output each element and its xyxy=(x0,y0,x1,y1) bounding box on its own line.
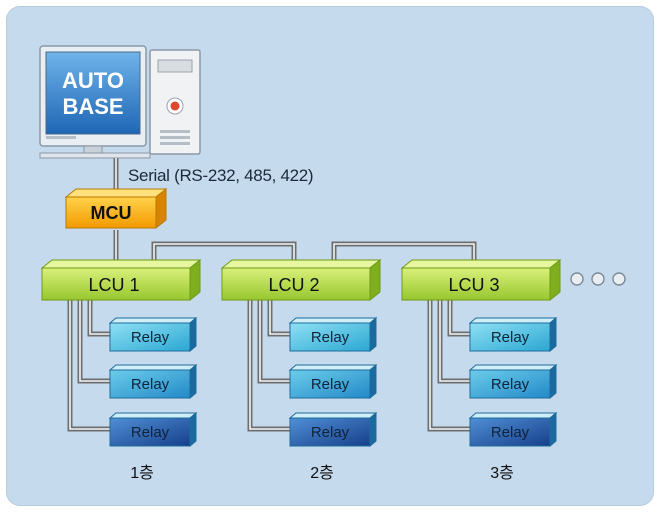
computer-label-line2: BASE xyxy=(62,94,123,119)
lcu-box xyxy=(220,258,382,302)
lcu-label: LCU 3 xyxy=(448,275,499,295)
relay-box xyxy=(288,411,378,448)
mcu-label: MCU xyxy=(91,203,132,223)
lcu-box xyxy=(400,258,562,302)
computer-icon xyxy=(39,45,201,159)
relay-label: Relay xyxy=(311,329,350,346)
relay-label: Relay xyxy=(131,424,170,441)
lcu-box xyxy=(40,258,202,302)
relay-label: Relay xyxy=(311,424,350,441)
relay-box xyxy=(108,316,198,353)
relay-box xyxy=(468,411,558,448)
relay-box xyxy=(108,411,198,448)
relay-box xyxy=(288,316,378,353)
lcu-label: LCU 1 xyxy=(88,275,139,295)
floor-label: 2층 xyxy=(310,464,334,482)
floor-label: 1층 xyxy=(130,464,154,482)
relay-label: Relay xyxy=(491,376,530,393)
more-dots xyxy=(570,272,626,286)
relay-box xyxy=(468,363,558,400)
lcu-label: LCU 2 xyxy=(268,275,319,295)
relay-label: Relay xyxy=(491,424,530,441)
relay-box xyxy=(108,363,198,400)
mcu-box xyxy=(64,187,168,230)
relay-box xyxy=(468,316,558,353)
relay-label: Relay xyxy=(131,376,170,393)
relay-label: Relay xyxy=(311,376,350,393)
serial-label: Serial (RS-232, 485, 422) xyxy=(128,166,313,185)
relay-box xyxy=(288,363,378,400)
relay-label: Relay xyxy=(491,329,530,346)
floor-label: 3층 xyxy=(490,464,514,482)
relay-label: Relay xyxy=(131,329,170,346)
computer-label-line1: AUTO xyxy=(62,68,124,93)
